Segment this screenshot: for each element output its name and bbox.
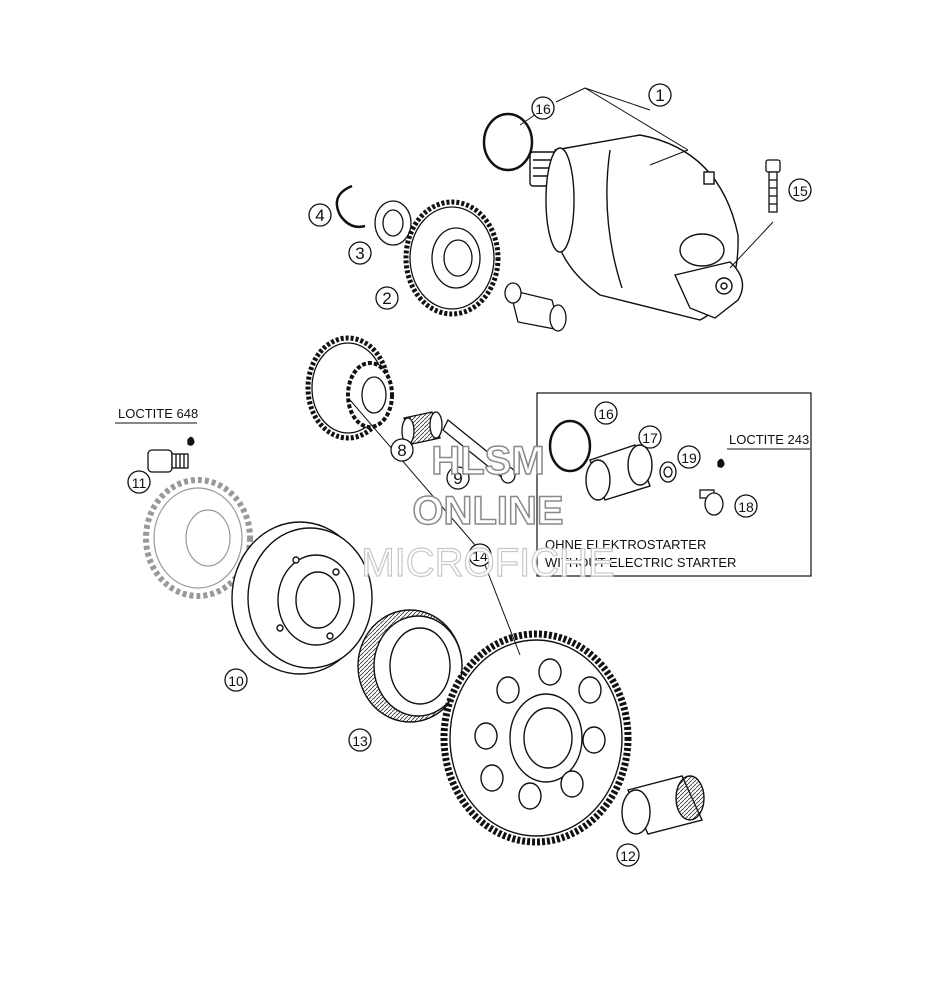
- callout-3: 3: [355, 244, 364, 263]
- callout-4: 4: [315, 206, 324, 225]
- freewheel-housing-10: [231, 521, 373, 675]
- callout-16: 16: [535, 101, 551, 117]
- needle-bearing-12: [621, 775, 705, 835]
- callout-17: 17: [642, 430, 658, 446]
- starter-gear-14: [440, 630, 632, 846]
- inset-without-starter: [536, 392, 812, 577]
- starter-motor: [529, 134, 744, 321]
- callout-circles: [127, 83, 812, 867]
- watermark-line-2: ONLINE: [412, 489, 563, 533]
- intermediate-gear: [305, 335, 394, 441]
- watermark-line-3: MICROFICHE: [361, 541, 614, 585]
- callout-2: 2: [382, 289, 391, 308]
- loctite-648-label: LOCTITE 648: [118, 406, 198, 421]
- bolt-15: [729, 159, 781, 269]
- watermark: HLSM ONLINE MICROFICHE: [361, 438, 616, 585]
- crankshaft-gear: [143, 477, 253, 599]
- callout-14: 14: [472, 548, 488, 564]
- watermark-line-1: HLSM: [431, 439, 544, 483]
- o-ring-16-inset: [548, 419, 592, 473]
- callout-10: 10: [228, 673, 244, 689]
- washer-3: [374, 200, 412, 246]
- callout-12: 12: [620, 848, 636, 864]
- inset-caption-en: WITHOUT ELECTRIC STARTER: [545, 555, 736, 570]
- callout-11: 11: [132, 475, 147, 491]
- callout-15: 15: [792, 183, 808, 199]
- washer-19: [659, 461, 677, 483]
- callout-1: 1: [655, 86, 664, 105]
- callout-18: 18: [738, 499, 754, 515]
- circlip-4: [335, 184, 366, 229]
- callout-8: 8: [397, 441, 406, 460]
- o-ring-16: [482, 112, 534, 172]
- callout-9: 9: [453, 469, 462, 488]
- shaft-9: [442, 418, 516, 484]
- inset-caption-de: OHNE ELEKTROSTARTER: [545, 537, 706, 552]
- plug-17: [585, 444, 653, 501]
- idler-gear-2: [403, 199, 501, 317]
- screw-18: [699, 458, 725, 516]
- sleeve: [504, 282, 567, 332]
- needle-bearing-8: [401, 411, 443, 445]
- stud-11: [147, 436, 195, 473]
- callout-13: 13: [352, 733, 368, 749]
- callout-numbers: 1 16 15 4 3 2 8 9 11 14 10 13 12 16 17 1…: [132, 86, 808, 864]
- loctite-243-label: LOCTITE 243: [729, 432, 809, 447]
- callout-16-inset: 16: [598, 406, 614, 422]
- freewheel-13: [357, 609, 463, 723]
- leader-lines: [349, 87, 689, 656]
- callout-19: 19: [681, 450, 697, 466]
